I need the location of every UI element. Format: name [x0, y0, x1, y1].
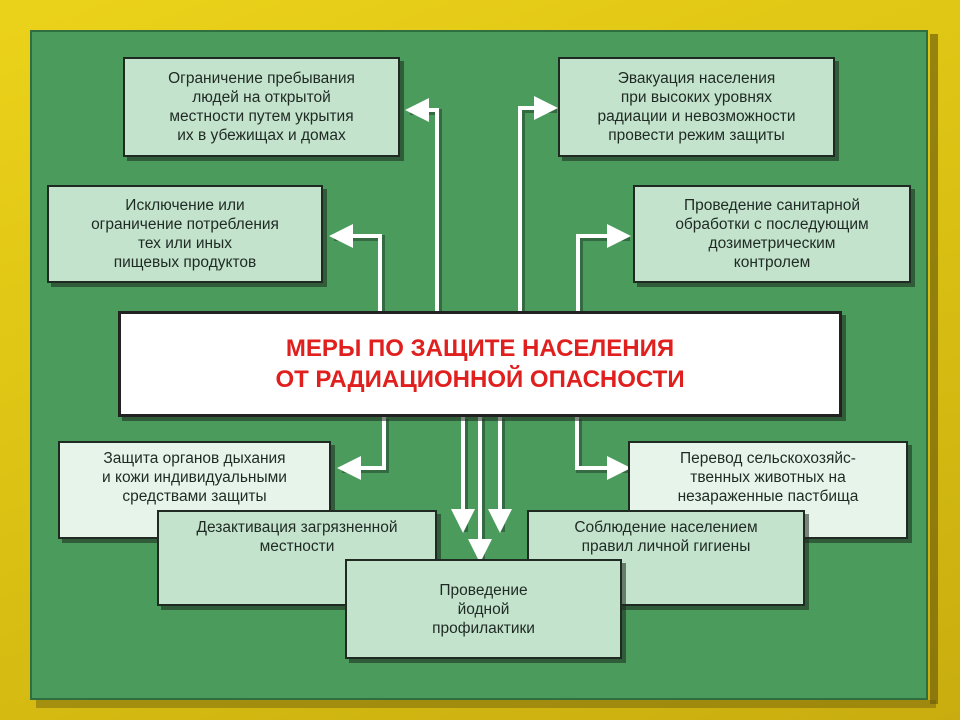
arrow-to-food: [329, 224, 382, 311]
measure-sanitary: Проведение санитарной обработки с послед…: [633, 185, 911, 283]
arrow-to-evacuation: [518, 96, 558, 311]
measure-evacuation: Эвакуация населения при высоких уровнях …: [558, 57, 835, 157]
arrow-to-shelter: [405, 98, 439, 311]
arrow-to-sanitary: [576, 224, 631, 311]
measure-iodine: Проведение йодной профилактики: [345, 559, 622, 659]
measure-shelter: Ограничение пребывания людей на открытой…: [123, 57, 400, 157]
diagram-title: МЕРЫ ПО ЗАЩИТЕ НАСЕЛЕНИЯ ОТ РАДИАЦИОННОЙ…: [118, 311, 842, 417]
arrow-to-livestock: [575, 417, 631, 480]
frame-shadow-right: [930, 34, 938, 704]
arrow-to-respiratory: [337, 417, 386, 480]
frame-shadow-bottom: [36, 700, 936, 708]
measure-food: Исключение или ограничение потребления т…: [47, 185, 323, 283]
